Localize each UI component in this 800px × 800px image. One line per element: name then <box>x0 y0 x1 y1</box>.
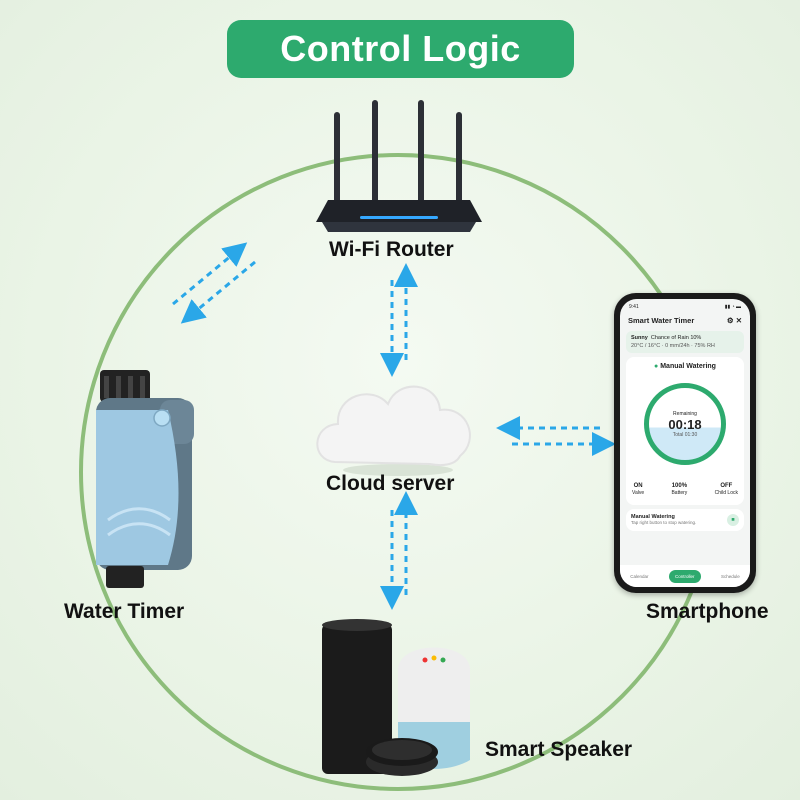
manual-card-hint: Tap right button to stop watering. <box>631 520 697 525</box>
app-title: Smart Water Timer <box>628 316 695 325</box>
rain-chance: Chance of Rain 10% <box>650 335 702 341</box>
smartphone-label: Smartphone <box>646 600 769 623</box>
cloud-label: Cloud server <box>326 472 455 495</box>
watering-mode: Manual Watering <box>660 363 716 370</box>
cloud-icon <box>316 385 471 476</box>
total-time: Total 01:30 <box>672 431 698 438</box>
nav-schedule[interactable]: Schedule <box>720 573 740 579</box>
nav-controller[interactable]: Controller <box>668 569 701 583</box>
close-icon[interactable]: ⚙ ✕ <box>726 316 742 325</box>
water-drop-icon: ● <box>654 363 659 370</box>
nav-calendar[interactable]: Calendar <box>630 573 649 579</box>
phone-status-bar: 9:41 ▮▮ ◔ ▬ <box>620 299 750 312</box>
page-title: Control Logic <box>227 20 574 78</box>
smart-speaker-icon <box>322 619 470 776</box>
water-timer-label: Water Timer <box>64 600 185 623</box>
stop-button[interactable]: ■ <box>727 514 739 526</box>
weather-card: Sunny Chance of Rain 10% 20°C / 16°C · 0… <box>626 331 744 353</box>
water-timer-icon <box>96 370 194 588</box>
weather-condition: Sunny <box>631 335 648 341</box>
temperature: 20°C / 16°C <box>631 343 661 349</box>
phone-time: 9:41 <box>629 304 639 310</box>
remaining-label: Remaining <box>673 410 697 417</box>
router-label: Wi-Fi Router <box>329 238 454 261</box>
stat-battery: 100%Battery <box>671 482 688 496</box>
phone-screen: 9:41 ▮▮ ◔ ▬ Smart Water Timer ⚙ ✕ Sunny … <box>620 299 750 587</box>
remaining-ring: Remaining 00:18 Total 01:30 <box>644 383 726 465</box>
humidity: 75% RH <box>694 343 715 349</box>
watering-card: ● Manual Watering Remaining 00:18 Total … <box>626 357 744 505</box>
app-header: Smart Water Timer ⚙ ✕ <box>620 312 750 329</box>
arrow-router-to-timer <box>180 260 256 324</box>
bottom-nav: Calendar Controller Schedule <box>620 565 750 587</box>
rainfall: 0 mm/24h <box>665 343 690 349</box>
manual-card-title: Manual Watering <box>631 514 675 520</box>
smartphone-icon: 9:41 ▮▮ ◔ ▬ Smart Water Timer ⚙ ✕ Sunny … <box>614 293 756 593</box>
router-icon <box>316 100 482 232</box>
arrow-timer-to-router <box>172 242 248 306</box>
signal-icon: ▮▮ ◔ ▬ <box>724 304 741 310</box>
remaining-time: 00:18 <box>668 416 702 432</box>
smart-speaker-label: Smart Speaker <box>485 738 633 761</box>
manual-watering-card: Manual Watering Tap right button to stop… <box>626 509 744 531</box>
